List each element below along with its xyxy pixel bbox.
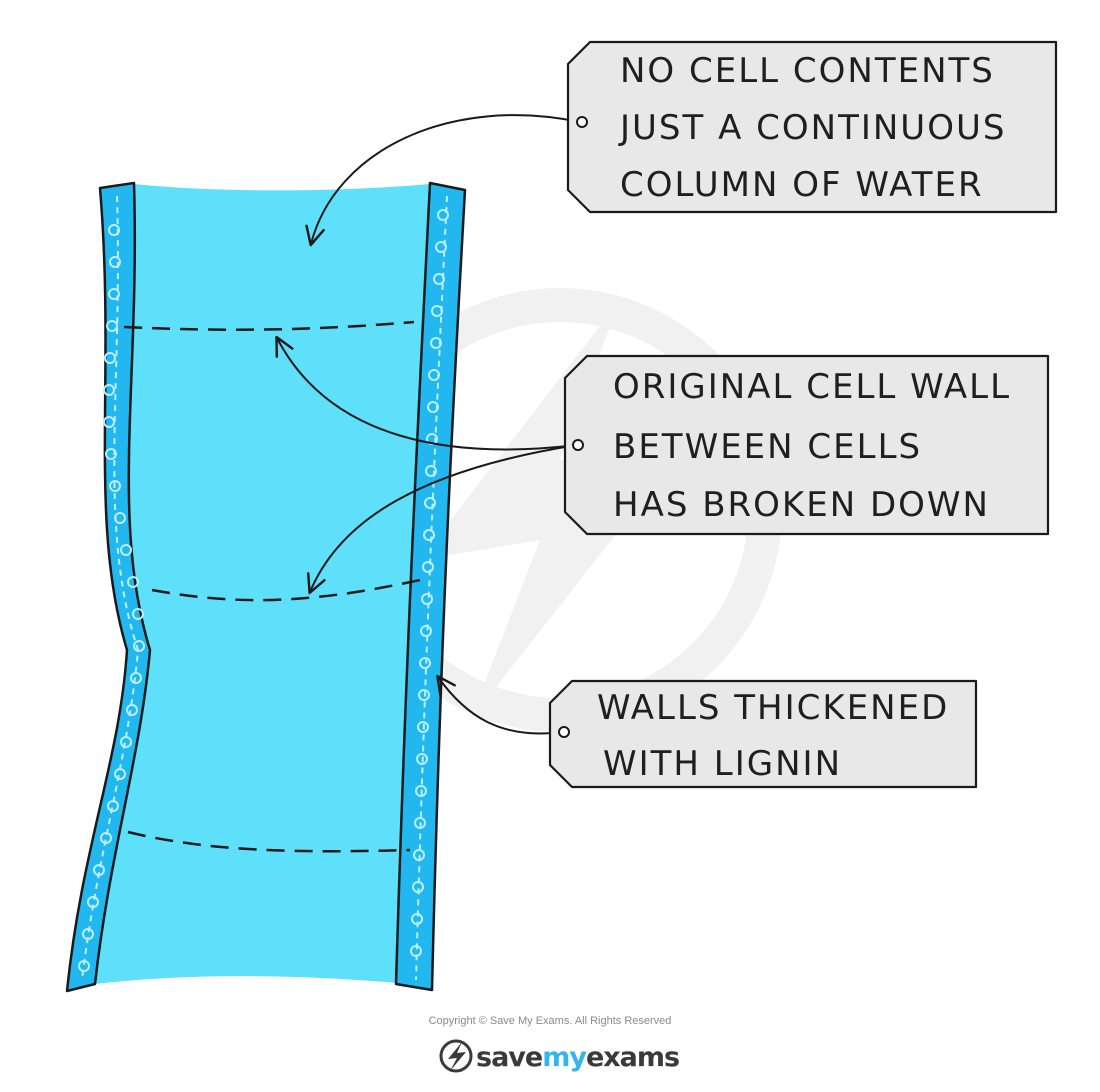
left-wall-spirals [78, 224, 145, 972]
label-wall-line-1: ORIGINAL CELL WALL [613, 367, 1011, 407]
brand-exams: exams [586, 1042, 679, 1073]
brand-my: my [542, 1042, 587, 1073]
end-wall-remnant-1 [123, 320, 415, 331]
label-lignin-line-2: WITH LIGNIN [603, 744, 842, 784]
label-wall-line-3: HAS BROKEN DOWN [613, 485, 990, 525]
right-wall-thickening [415, 195, 448, 981]
right-lignin-wall [394, 181, 467, 992]
left-lignin-wall [65, 181, 152, 993]
end-wall-remnant-2 [151, 578, 421, 602]
arrow-to-lignin-wall [436, 674, 563, 735]
lightning-icon [439, 1039, 473, 1073]
label-contents-line-2: JUST A CONTINUOUS [618, 108, 1006, 148]
label-tag-cell-wall: ORIGINAL CELL WALL BETWEEN CELLS HAS BRO… [563, 354, 1050, 536]
right-wall-spirals [410, 209, 449, 957]
label-lignin-line-1: WALLS THICKENED [597, 688, 949, 728]
label-contents-line-3: COLUMN OF WATER [620, 165, 984, 205]
brand-save: save [476, 1042, 542, 1073]
label-contents-line-1: NO CELL CONTENTS [620, 51, 995, 91]
end-wall-remnant-3 [127, 830, 411, 853]
arrow-to-upper-end-wall [275, 335, 578, 451]
arrow-to-middle-end-wall [307, 444, 578, 595]
label-tag-lignin: WALLS THICKENED WITH LIGNIN [548, 679, 978, 789]
brand-logo: savemyexams [439, 1039, 680, 1073]
water-column [95, 184, 430, 985]
left-wall-thickening [81, 195, 140, 981]
arrow-to-water-column [305, 114, 581, 247]
label-wall-line-2: BETWEEN CELLS [613, 427, 922, 467]
copyright-notice: Copyright © Save My Exams. All Rights Re… [429, 1015, 672, 1027]
label-tag-contents: NO CELL CONTENTS JUST A CONTINUOUS COLUM… [566, 40, 1058, 214]
brand-wordmark: savemyexams [476, 1042, 679, 1073]
